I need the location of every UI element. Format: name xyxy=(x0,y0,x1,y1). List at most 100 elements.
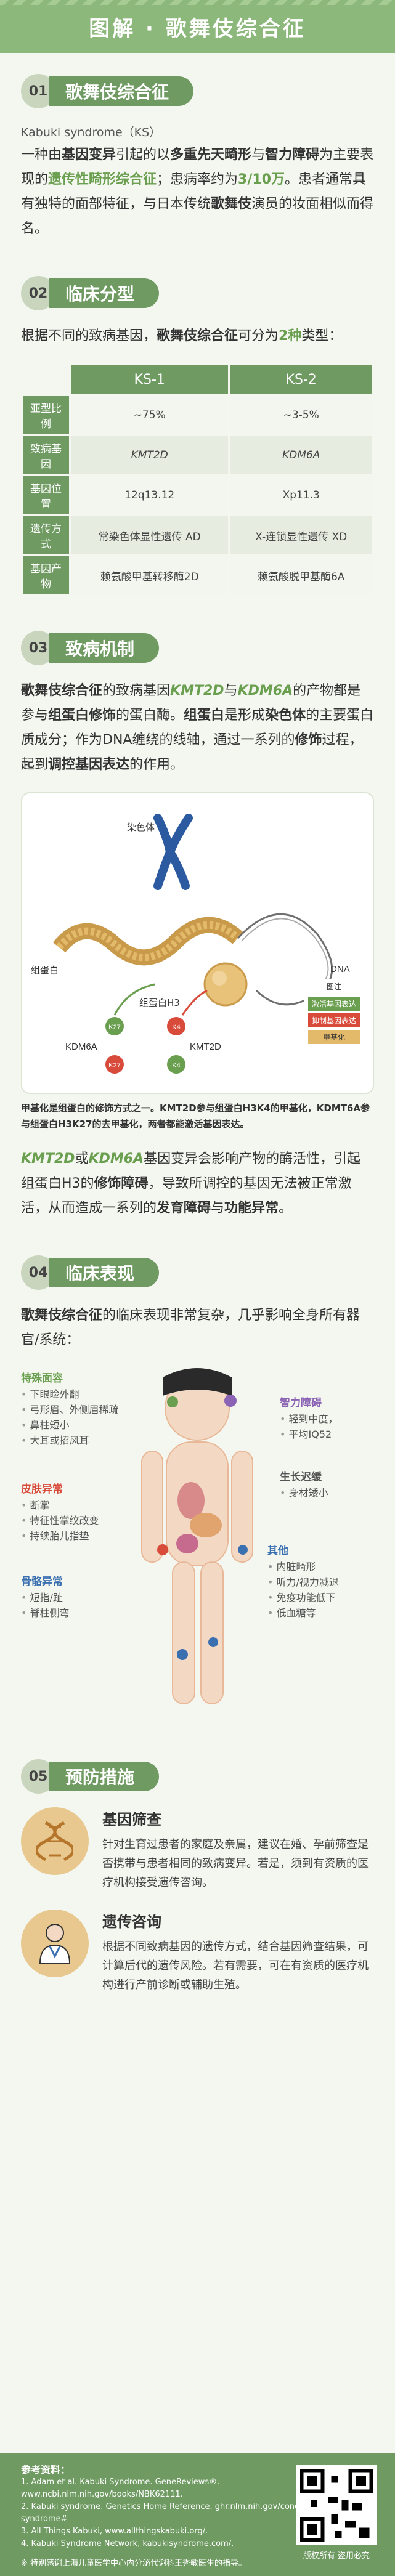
bone-marker xyxy=(208,1637,218,1647)
k4-label: K4 xyxy=(172,1024,180,1031)
table-cell: KMT2D xyxy=(68,434,230,476)
chromatin-fiber xyxy=(52,917,243,966)
row-header: 遗传方式 xyxy=(21,514,71,556)
section-4-header: 04 临床表现 xyxy=(21,1255,374,1290)
text: 调控基因表达 xyxy=(48,757,130,772)
mechanism-paragraph-2: KMT2D或KDM6A基因变异会影响产物的酶活性，引起组蛋白H3的修饰障碍，导致… xyxy=(21,1147,374,1221)
growth-category: 生长迟缓 身材矮小 xyxy=(280,1470,328,1501)
mechanism-figure: K27 K27 K4 K4 染色体 组蛋白 DNA 组蛋白H3 KDM6A KM… xyxy=(21,792,374,1094)
list-item: 低血糖等 xyxy=(267,1605,339,1621)
table-cell: 赖氨酸甲基转移酶2D xyxy=(68,554,230,596)
list-item: 听力/视力减退 xyxy=(267,1574,339,1590)
text: 。 xyxy=(279,1201,293,1216)
card-body: 根据不同致病基因的遗传方式，结合基因筛查结果，可计算后代的遗传风险。若有需要，可… xyxy=(102,1940,369,1991)
text: 可分为 xyxy=(238,328,279,344)
table-header-row: KS-1 KS-2 xyxy=(21,363,374,396)
section-5-header: 05 预防措施 xyxy=(21,1759,374,1794)
text: 2种 xyxy=(279,328,302,344)
text: 类型： xyxy=(301,328,343,344)
k27-label: K27 xyxy=(108,1062,121,1069)
text: 智力障碍 xyxy=(265,147,320,163)
table-row: 亚型比例 ~75% ~3-5% xyxy=(21,394,374,436)
chromosome-label: 染色体 xyxy=(127,822,155,833)
table-row: 遗传方式 常染色体显性遗传 AD X-连锁显性遗传 XD xyxy=(21,514,374,556)
section-2-header: 02 临床分型 xyxy=(21,276,374,310)
other-category: 其他 内脏畸形 听力/视力减退 免疫功能低下 低血糖等 xyxy=(267,1544,339,1621)
legend-item-repress: 抑制基因表达 xyxy=(308,1013,360,1027)
references-title: 参考资料： xyxy=(21,2464,71,2476)
text: ，导致所调控的基因无法被正常激活，从而造成一系列的 xyxy=(21,1176,352,1216)
legend-item-activate: 激活基因表达 xyxy=(308,997,360,1011)
table-row: 基因位置 12q13.12 Xp11.3 xyxy=(21,474,374,516)
text: 根据不同的致病基因， xyxy=(21,328,157,344)
k27-label: K27 xyxy=(108,1024,121,1031)
text: 修饰障碍 xyxy=(94,1176,149,1191)
list-item: 脊柱侧弯 xyxy=(21,1605,70,1621)
text: KDM6A xyxy=(88,1151,144,1167)
text: 的产物都是参与 xyxy=(21,683,361,723)
category-title: 生长迟缓 xyxy=(280,1471,322,1483)
screening-text: 基因筛查 针对生育过患者的家庭及亲属，建议在婚、孕前筛查是否携带与患者相同的致病… xyxy=(102,1807,374,1892)
histone-label: 组蛋白 xyxy=(31,965,59,976)
acknowledgement-note: ※ 特别感谢上海儿童医学中心内分泌代谢科王秀敏医生的指导。 xyxy=(21,2559,247,2568)
section-title: 临床表现 xyxy=(49,1258,160,1287)
reference-item: 3. All Things Kabuki, www.allthingskabuk… xyxy=(21,2527,208,2536)
list-item: 大耳或招风耳 xyxy=(21,1433,119,1448)
clinical-intro-paragraph: 歌舞伎综合征的临床表现非常复杂，几乎影响全身所有器官/系统： xyxy=(21,1303,374,1353)
table-cell: X-连锁显性遗传 XD xyxy=(228,514,374,556)
table-cell: ~75% xyxy=(68,394,230,436)
title-banner: 图解 · 歌舞伎综合征 xyxy=(0,0,395,53)
hair-shape xyxy=(163,1368,232,1396)
section-title: 致病机制 xyxy=(49,633,160,663)
text: KMT2D xyxy=(170,683,224,699)
text: 歌舞伎综合征 xyxy=(21,683,103,699)
bone-marker xyxy=(177,1649,188,1660)
text: 的致病基因 xyxy=(102,683,171,699)
mechanism-paragraph: 歌舞伎综合征的致病基因KMT2D与KDM6A的产物都是参与组蛋白修饰的蛋白酶。组… xyxy=(21,679,374,777)
right-arm-shape xyxy=(231,1451,253,1563)
section-3-header: 03 致病机制 xyxy=(21,631,374,665)
page-title: 图解 · 歌舞伎综合征 xyxy=(89,16,306,41)
text: 组蛋白修饰 xyxy=(48,708,116,723)
reference-item: 2. Kabuki syndrome. Genetics Home Refere… xyxy=(21,2502,349,2524)
row-header: 基因位置 xyxy=(21,474,71,516)
nucleosome xyxy=(212,971,227,986)
text: 歌舞伎综合征 xyxy=(157,328,238,344)
section-title: 预防措施 xyxy=(49,1762,160,1791)
k4-label: K4 xyxy=(172,1062,180,1069)
figure-caption: 甲基化是组蛋白的修饰方式之一。KMT2D参与组蛋白H3K4的甲基化，KDMT6A… xyxy=(21,1103,370,1130)
text: 。患者通常具有独特的面部特征，与日本传统 xyxy=(21,172,367,212)
list-item: 平均IQ52 xyxy=(280,1427,338,1442)
k4-methyl-node xyxy=(167,1055,185,1074)
legend-item-methylation: 甲基化 xyxy=(308,1030,360,1044)
category-title: 特殊面容 xyxy=(21,1372,63,1385)
nucleosome xyxy=(203,962,248,1007)
dna-label: DNA xyxy=(330,964,350,974)
chromosome-shape xyxy=(153,814,193,890)
card-title: 基因筛查 xyxy=(102,1811,161,1828)
mechanism-diagram: K27 K27 K4 K4 染色体 组蛋白 DNA 组蛋白H3 KDM6A KM… xyxy=(31,814,350,1074)
table-row: 致病基因 KMT2D KDM6A xyxy=(21,434,374,476)
table-cell: 赖氨酸脱甲基酶6A xyxy=(228,554,374,596)
qr-code-icon[interactable] xyxy=(296,2465,377,2545)
face-marker xyxy=(167,1396,178,1407)
right-leg-shape xyxy=(200,1561,224,1704)
types-intro-paragraph: 根据不同的致病基因，歌舞伎综合征可分为2种类型： xyxy=(21,324,374,349)
text: 基因变异会影响产物的酶活性，引起组蛋白H3的 xyxy=(21,1151,361,1191)
list-item: 内脏畸形 xyxy=(267,1559,339,1574)
k27-methyl-node xyxy=(105,1055,124,1074)
text: 演员的妆面相似而得名。 xyxy=(21,196,374,237)
table-col-header: KS-2 xyxy=(228,363,374,396)
section-title: 临床分型 xyxy=(49,278,160,308)
text: 3/10万 xyxy=(238,172,285,187)
list-item: 弓形眉、外侧眉稀疏 xyxy=(21,1402,119,1417)
category-title: 骨骼异常 xyxy=(21,1576,63,1588)
card-body: 针对生育过患者的家庭及亲属，建议在婚、孕前筛查是否携带与患者相同的致病变异。若是… xyxy=(102,1838,369,1889)
list-item: 断掌 xyxy=(21,1497,99,1513)
other-marker xyxy=(238,1545,248,1555)
text: 歌舞伎 xyxy=(211,196,252,212)
body-illustration xyxy=(141,1368,253,1704)
kmt2d-label: KMT2D xyxy=(190,1042,221,1052)
clinical-figure: 特殊面容 下眼睑外翻 弓形眉、外侧眉稀疏 鼻柱短小 大耳或招风耳 皮肤异常 断掌… xyxy=(21,1365,374,1741)
references-footer: 参考资料： 1. Adam et al. Kabuki Syndrome. Ge… xyxy=(0,2453,395,2576)
